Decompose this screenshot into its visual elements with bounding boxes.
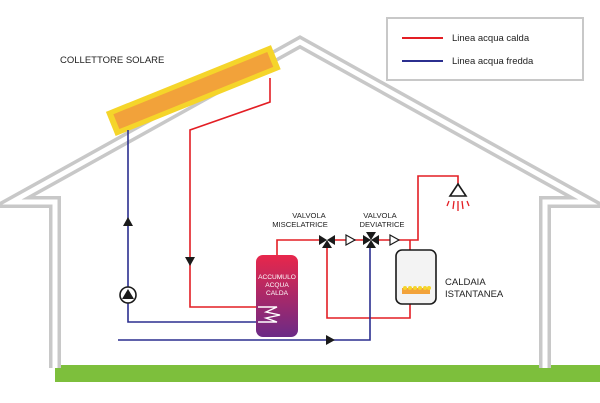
tank-label-line-3: CALDA xyxy=(266,290,289,297)
boiler-label-2: ISTANTANEA xyxy=(445,289,504,300)
shower-head-icon xyxy=(446,182,470,211)
instant-boiler xyxy=(395,249,437,305)
flame-icon xyxy=(402,286,431,294)
check-valve-icon xyxy=(345,233,357,247)
legend-box xyxy=(386,17,584,81)
boiler-label-1: CALDAIA xyxy=(445,277,486,288)
hot-line-diverter-to-shower xyxy=(378,175,459,241)
hot-water-lines xyxy=(189,78,459,319)
flow-arrow-up-icon xyxy=(123,217,133,226)
mixing-valve-icon xyxy=(319,235,335,248)
boiler-body xyxy=(395,249,437,305)
ground-strip xyxy=(55,365,600,382)
collector-label: COLLETTORE SOLARE xyxy=(60,55,164,66)
house-outline-inner xyxy=(2,39,598,368)
check-valve-icon xyxy=(389,233,401,247)
flow-arrow-down-icon xyxy=(185,257,195,266)
hot-line-tank-to-mixer xyxy=(276,239,319,255)
storage-tank-body xyxy=(256,255,298,337)
mixing-valve-label-1: VALVOLA xyxy=(292,211,326,220)
mixing-valve-label-2: MISCELATRICE xyxy=(272,220,328,229)
solar-collector-panel xyxy=(113,52,274,130)
pump-icon xyxy=(119,286,137,304)
tank-label-line-1: ACCUMULO xyxy=(258,274,296,281)
house-outline xyxy=(0,35,600,368)
diverter-valve-label-2: DEVIATRICE xyxy=(359,220,404,229)
diverter-valve-icon xyxy=(363,232,379,248)
hot-line-boiler-return xyxy=(326,247,411,319)
cold-line-collector-return xyxy=(127,130,258,323)
diverter-valve-label-1: VALVOLA xyxy=(363,211,397,220)
storage-tank: ACCUMULO ACQUA CALDA xyxy=(256,255,298,337)
cold-water-lines xyxy=(118,130,371,341)
tank-label-line-2: ACQUA xyxy=(265,282,289,289)
legend-cold-label: Linea acqua fredda xyxy=(452,56,534,67)
hot-line-collector-to-tank xyxy=(189,78,271,308)
heat-exchanger-coil-icon xyxy=(258,306,281,323)
cold-line-mains-inlet xyxy=(118,247,371,341)
legend-hot-label: Linea acqua calda xyxy=(452,33,530,44)
solar-collector xyxy=(105,45,281,136)
flow-arrow-right-icon xyxy=(326,335,335,345)
